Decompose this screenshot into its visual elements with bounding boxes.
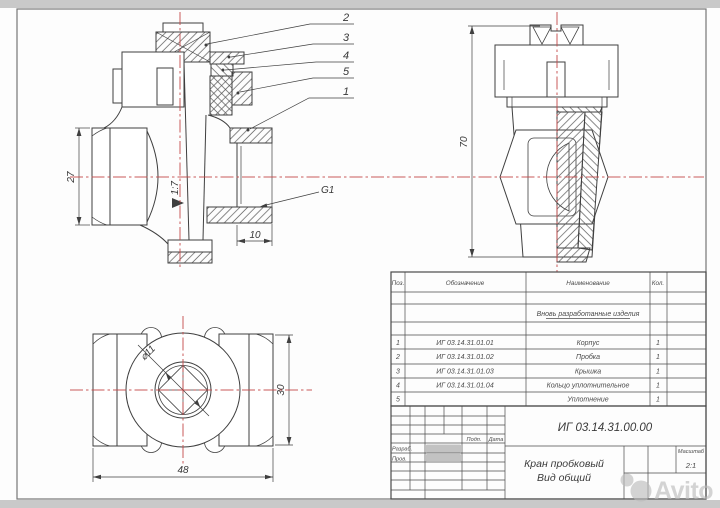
svg-text:1: 1	[656, 383, 660, 390]
svg-text:Пробка: Пробка	[576, 353, 600, 361]
col-header-designation: Обозначение	[446, 279, 485, 287]
date-col-label: Дата	[488, 437, 504, 443]
svg-text:ИГ 03.14.31.01.04: ИГ 03.14.31.01.04	[436, 383, 494, 390]
callout-leaders: 2 3 4 5 1	[204, 12, 354, 132]
svg-text:Крышка: Крышка	[575, 369, 601, 376]
table-row: 3 ИГ 03.14.31.01.03 Крышка 1	[396, 369, 660, 376]
dim-side-height: 70	[459, 25, 540, 258]
avito-logo-dot-small	[620, 473, 634, 487]
doc-number: ИГ 03.14.31.00.00	[558, 422, 653, 434]
thread-callout: G1	[258, 185, 334, 208]
thread-label: G1	[321, 185, 334, 196]
col-header-pos: Поз.	[392, 280, 405, 287]
svg-text:Кольцо уплотнительное: Кольцо уплотнительное	[547, 383, 630, 390]
drawing-frame	[16, 8, 707, 500]
svg-text:5: 5	[343, 66, 350, 78]
avito-watermark: Avito	[620, 473, 714, 505]
product-title: Кран пробковый	[524, 458, 604, 470]
avito-logo-dot-large	[630, 480, 652, 502]
scale-value: 2:1	[685, 461, 696, 470]
svg-text:4: 4	[396, 383, 400, 390]
redacted-name	[426, 454, 461, 462]
svg-text:4: 4	[343, 50, 349, 62]
svg-text:3: 3	[396, 369, 400, 376]
svg-text:1: 1	[656, 397, 660, 404]
signature-col-label: Подп.	[467, 437, 482, 443]
col-header-qty: Кол.	[652, 280, 664, 287]
spec-table: Поз. Обозначение Наименование Кол. Вновь…	[390, 271, 707, 407]
svg-text:1: 1	[656, 354, 660, 361]
section-title: Вновь разработанные изделия	[537, 310, 640, 318]
svg-text:ИГ 03.14.31.01.03: ИГ 03.14.31.01.03	[436, 369, 494, 376]
dim-bottom-width: 48	[92, 448, 274, 482]
dim-port-depth: 10	[236, 224, 273, 246]
svg-text:ИГ 03.14.31.01.01: ИГ 03.14.31.01.01	[436, 340, 494, 347]
table-row: 2 ИГ 03.14.31.01.02 Пробка 1	[395, 353, 660, 361]
svg-text:2: 2	[342, 12, 349, 24]
svg-text:ИГ 03.14.31.01.02: ИГ 03.14.31.01.02	[436, 354, 494, 361]
title-block: Подп. Дата Разраб. Пров. ИГ 03.14.31.00.…	[390, 405, 707, 500]
col-header-name: Наименование	[566, 280, 610, 287]
svg-text:2: 2	[395, 354, 400, 361]
svg-text:Уплотнение: Уплотнение	[566, 397, 608, 404]
callout-4: 4	[221, 50, 354, 72]
callout-3: 3	[227, 32, 354, 59]
svg-text:1: 1	[656, 340, 660, 347]
doc-type: Вид общий	[537, 472, 591, 484]
svg-text:Корпус: Корпус	[577, 340, 600, 347]
centerlines	[70, 12, 704, 466]
taper-label: 1:7	[170, 181, 181, 195]
table-row: 5 Уплотнение 1	[396, 397, 660, 404]
avito-wordmark: Avito	[654, 477, 713, 505]
svg-text:3: 3	[343, 32, 350, 44]
callout-2: 2	[204, 12, 354, 47]
redacted-name	[426, 444, 461, 453]
callout-5: 5	[236, 66, 354, 95]
developed-label: Разраб.	[392, 447, 412, 453]
svg-text:1: 1	[656, 369, 660, 376]
dim-70-label: 70	[459, 136, 470, 148]
table-row: 4 ИГ 03.14.31.01.04 Кольцо уплотнительно…	[396, 383, 660, 390]
checked-label: Пров.	[392, 457, 407, 463]
dim-48-label: 48	[177, 465, 189, 476]
svg-text:1: 1	[396, 340, 400, 347]
svg-text:5: 5	[396, 397, 400, 404]
svg-text:1: 1	[343, 86, 349, 98]
scale-label: Масштаб	[678, 449, 705, 455]
dim-10-label: 10	[249, 230, 261, 241]
taper-mark: 1:7	[170, 181, 184, 208]
callout-1: 1	[246, 86, 354, 132]
table-row: 1 ИГ 03.14.31.01.01 Корпус 1	[396, 340, 660, 347]
